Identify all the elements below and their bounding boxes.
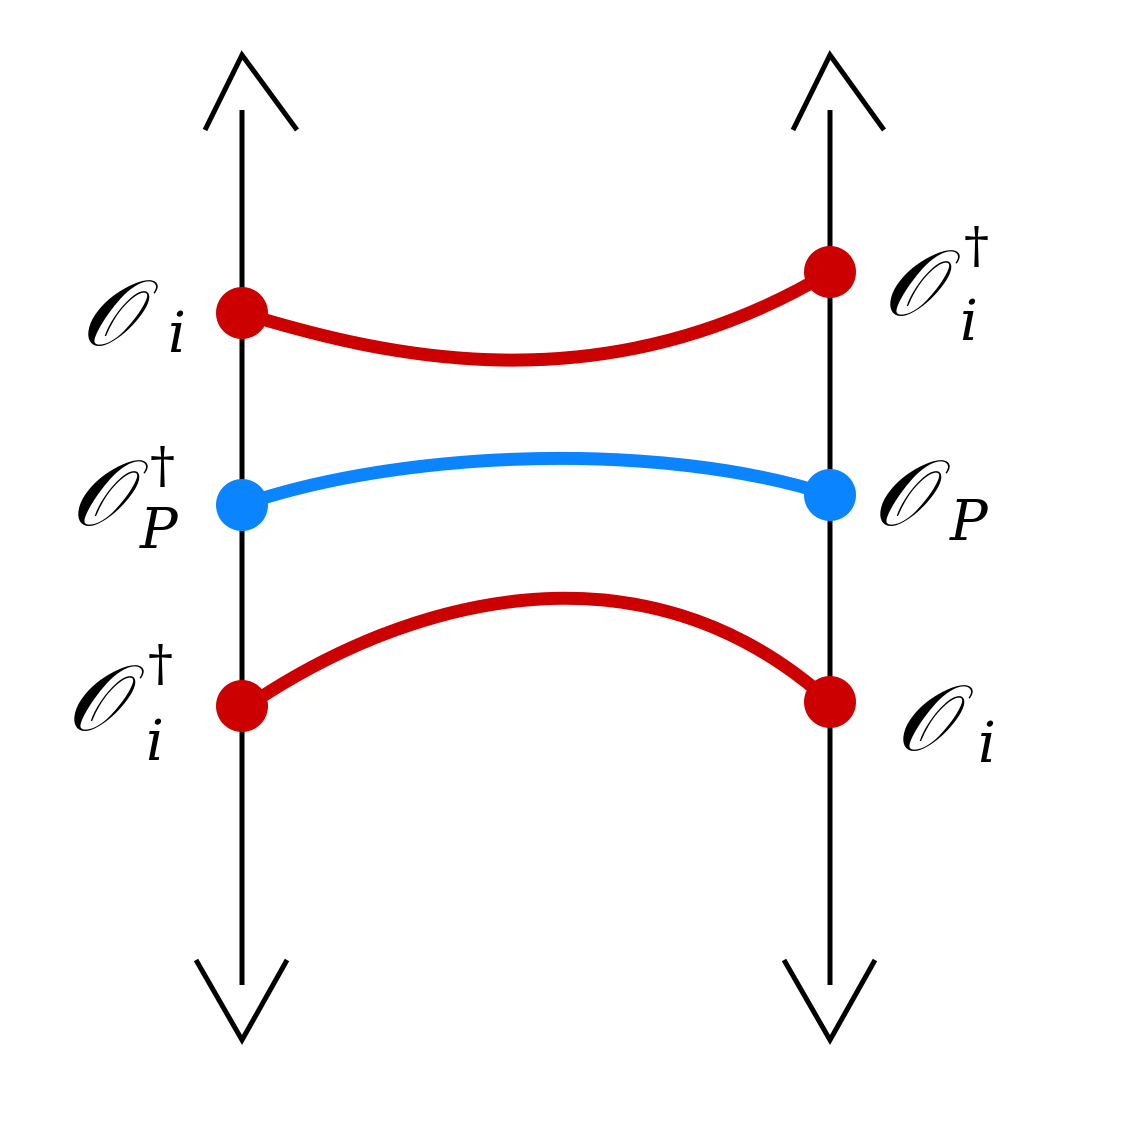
label-left-mid-sup: †: [150, 436, 175, 494]
label-right-top-sup: †: [964, 216, 989, 274]
label-left-top: 𝒪 i: [80, 260, 186, 367]
label-right-bottom-sub: i: [978, 711, 996, 776]
label-left-bottom-sup: †: [148, 634, 173, 692]
label-left-mid: 𝒪 † P: [70, 436, 179, 562]
label-left-top-base: 𝒪: [80, 260, 159, 367]
label-left-bottom: 𝒪 † i: [66, 634, 173, 774]
right-down-arrowhead-icon: [781, 958, 878, 1046]
left-bottom-vertex: [216, 680, 268, 732]
label-right-mid: 𝒪 P: [872, 440, 989, 554]
label-right-mid-sub: P: [949, 489, 989, 554]
right-bottom-vertex: [804, 676, 856, 728]
label-right-top-base: 𝒪: [882, 230, 961, 337]
label-right-bottom: 𝒪 i: [895, 665, 996, 776]
label-left-bottom-sub: i: [146, 709, 164, 774]
bottom-red-propagator: [235, 591, 837, 717]
label-left-mid-sub: P: [139, 497, 179, 562]
right-top-vertex: [804, 246, 856, 298]
label-right-mid-base: 𝒪: [872, 440, 951, 547]
left-mid-vertex: [216, 479, 268, 531]
label-left-bottom-base: 𝒪: [66, 645, 145, 752]
label-right-bottom-base: 𝒪: [895, 665, 974, 772]
label-right-top-sub: i: [960, 289, 978, 354]
label-left-mid-base: 𝒪: [70, 440, 149, 547]
right-up-arrowhead-icon: [790, 50, 887, 132]
left-down-arrowhead-icon: [193, 958, 290, 1046]
left-top-vertex: [216, 287, 268, 339]
right-mid-vertex: [804, 469, 856, 521]
left-up-arrowhead-icon: [202, 50, 300, 132]
label-right-top: 𝒪 † i: [882, 216, 989, 354]
top-red-propagator: [235, 265, 837, 367]
label-left-top-sub: i: [168, 301, 186, 366]
middle-blue-propagator: [235, 451, 837, 512]
